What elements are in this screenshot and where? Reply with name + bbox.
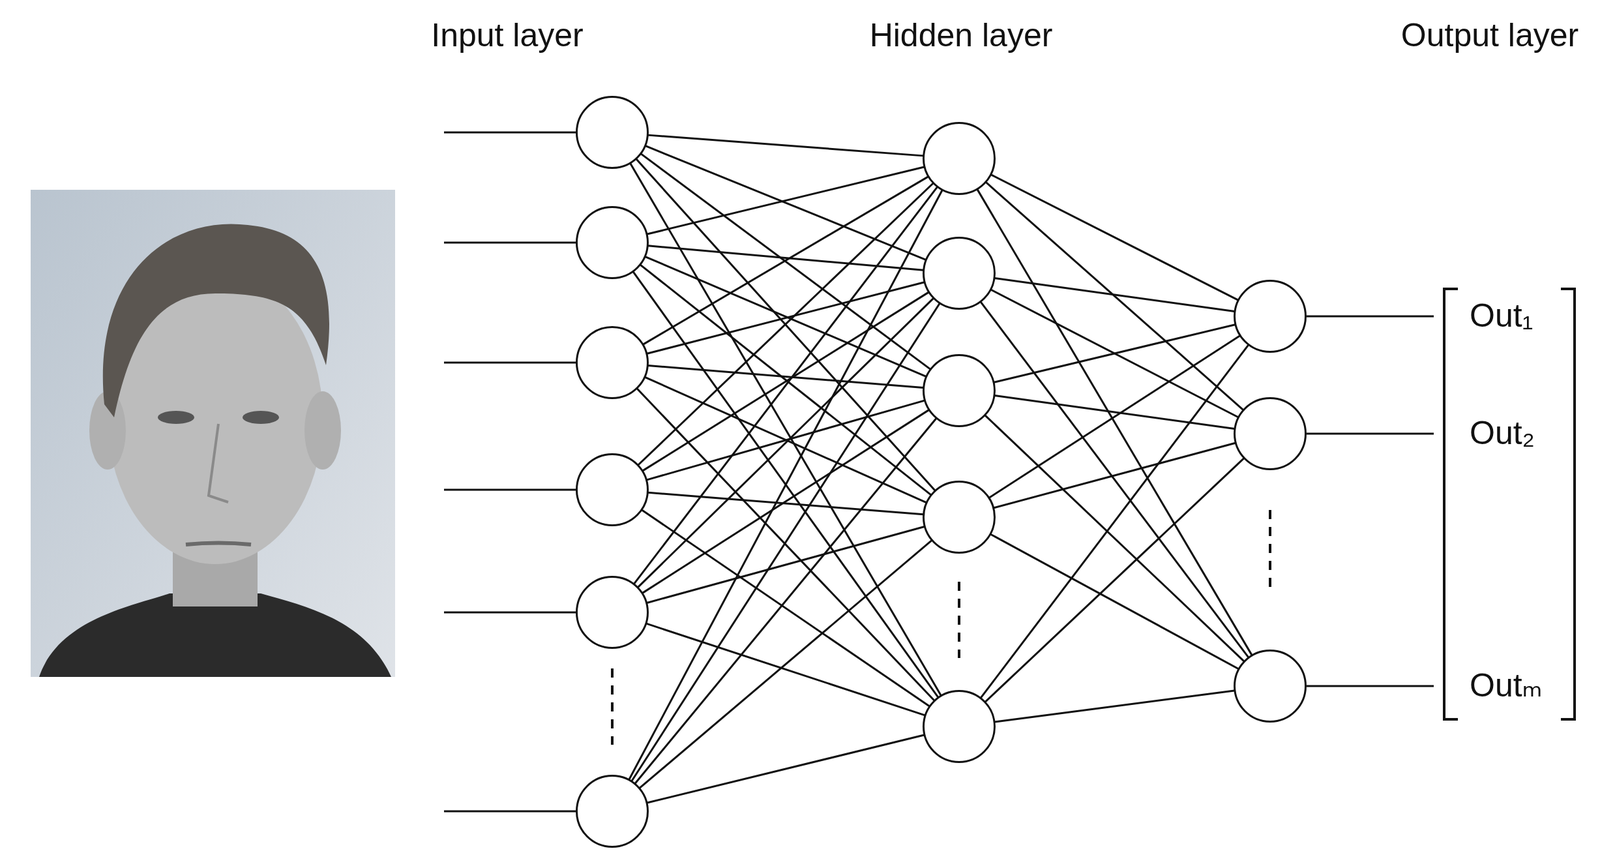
connection-line <box>646 282 924 355</box>
hidden-neuron <box>922 480 996 554</box>
output-neuron <box>1233 397 1307 471</box>
connection-line <box>993 442 1236 508</box>
layer-heading: Output layer <box>1401 16 1579 55</box>
connection-line <box>648 134 924 156</box>
connection-line <box>638 183 934 465</box>
input-neuron <box>575 774 649 848</box>
input-neuron <box>575 95 649 169</box>
hidden-neuron <box>922 689 996 763</box>
layer-heading: Hidden layer <box>869 16 1053 55</box>
connection-line <box>636 159 935 491</box>
output-symbol: Outₘ <box>1469 666 1543 705</box>
output-line <box>1306 315 1434 318</box>
connection-line <box>639 540 932 789</box>
hair <box>103 223 330 418</box>
connection-line <box>646 734 924 803</box>
connection-line <box>641 509 930 707</box>
connection-line <box>977 189 1252 655</box>
input-neuron <box>575 325 649 400</box>
nose <box>208 423 229 503</box>
connection-line <box>646 166 924 235</box>
input-line <box>444 361 576 364</box>
ear <box>304 391 341 470</box>
photo-background <box>30 189 396 677</box>
output-line <box>1306 432 1434 435</box>
ellipsis-dots <box>957 581 961 658</box>
connection-line <box>635 417 937 784</box>
connection-line <box>990 533 1239 669</box>
ellipsis-dots <box>1268 509 1272 593</box>
connection-line <box>985 181 1244 410</box>
input-neuron <box>575 453 649 527</box>
connection-line <box>994 690 1235 722</box>
input-line <box>444 241 576 244</box>
connection-line <box>631 303 940 782</box>
bracket <box>1444 288 1458 720</box>
mouth <box>185 543 252 546</box>
output-lines <box>1306 316 1434 686</box>
connection-line <box>629 190 943 780</box>
connection-line <box>640 264 932 495</box>
connection-line <box>980 301 1249 658</box>
ellipsis-dots <box>610 668 614 745</box>
connection-line <box>646 526 925 604</box>
input-line <box>444 810 576 813</box>
hidden-neuron <box>922 121 996 195</box>
output-neuron <box>1233 279 1307 353</box>
output-symbol: Out₂ <box>1469 414 1535 453</box>
bracket <box>1560 288 1575 720</box>
output-neuron <box>1233 649 1307 723</box>
eye <box>242 410 280 424</box>
connection-line <box>985 458 1245 703</box>
output-line <box>1306 685 1434 688</box>
output-symbol: Out₁ <box>1469 297 1533 336</box>
eye <box>157 410 195 424</box>
connection-line <box>645 256 927 377</box>
connection-line <box>993 324 1235 383</box>
connection-line <box>633 187 937 585</box>
hidden-neuron <box>922 354 996 428</box>
input-line <box>444 488 576 491</box>
connection-line <box>994 278 1235 312</box>
input-neuron <box>575 575 649 649</box>
layer-heading: Input layer <box>430 16 583 55</box>
input-line <box>444 611 576 614</box>
connection-line <box>991 289 1239 418</box>
input-neuron <box>575 206 649 280</box>
hidden-neuron <box>922 236 996 310</box>
input-lines <box>444 132 576 812</box>
connection-line <box>985 415 1245 662</box>
connection-line <box>640 153 931 370</box>
portrait-photo <box>30 189 396 677</box>
connection-line <box>980 344 1249 698</box>
input-line <box>444 131 576 134</box>
connection-line <box>991 174 1239 300</box>
connection-line <box>989 335 1241 498</box>
